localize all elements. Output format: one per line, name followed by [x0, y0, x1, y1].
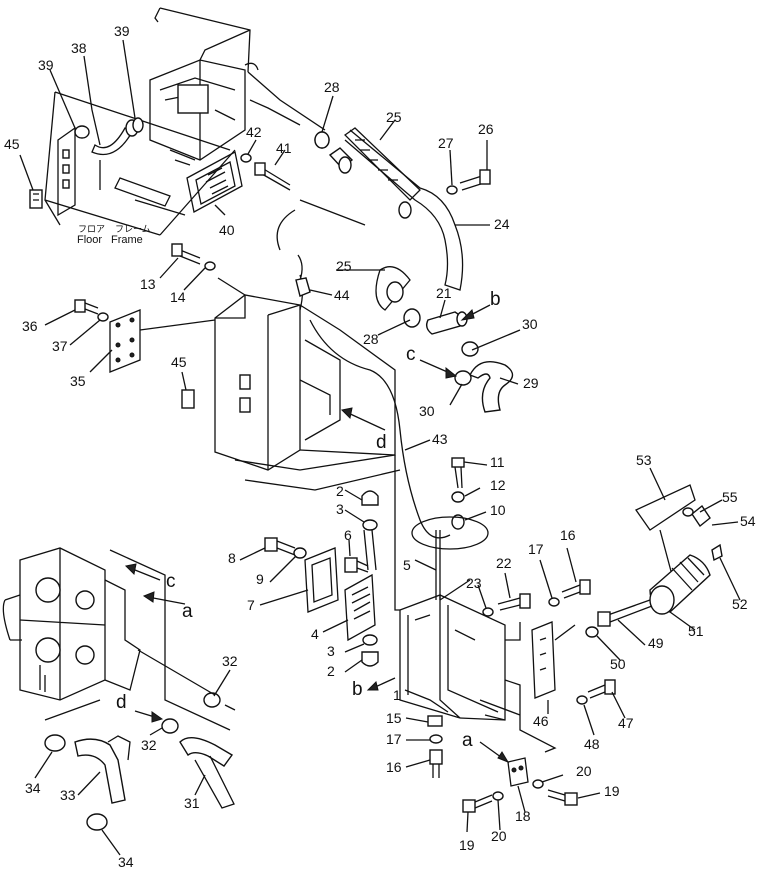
part-label-25: 25 — [386, 109, 402, 125]
part-label-28: 28 — [324, 79, 340, 95]
part-label-45: 45 — [171, 354, 187, 370]
part-label-23: 23 — [466, 575, 482, 591]
bracket-drawing — [394, 455, 576, 753]
part-label-31: 31 — [184, 795, 200, 811]
part-label-3: 3 — [327, 643, 335, 659]
caption-frame: Frame — [111, 234, 143, 246]
part-label-50: 50 — [610, 656, 626, 672]
part-label-43: 43 — [432, 431, 448, 447]
part-label-2: 2 — [336, 483, 344, 499]
caption-frame-jp: フレーム — [115, 224, 151, 234]
ref-letter-d: d — [116, 692, 127, 713]
part-label-19: 19 — [604, 783, 620, 799]
ref-letter-c: c — [166, 571, 176, 592]
part-label-34: 34 — [118, 854, 134, 870]
lower-heater-drawing — [2, 547, 236, 831]
part-label-4: 4 — [311, 626, 319, 642]
part-label-3: 3 — [336, 501, 344, 517]
part-label-27: 27 — [438, 135, 454, 151]
part-label-30: 30 — [419, 403, 435, 419]
part-label-6: 6 — [344, 527, 352, 543]
part-label-29: 29 — [523, 375, 539, 391]
part-label-16: 16 — [560, 527, 576, 543]
part-label-34: 34 — [25, 780, 41, 796]
part-label-32: 32 — [222, 653, 238, 669]
part-label-22: 22 — [496, 555, 512, 571]
ref-letter-b: b — [352, 679, 363, 700]
part-label-44: 44 — [334, 287, 350, 303]
part-label-16: 16 — [386, 759, 402, 775]
part-label-37: 37 — [52, 338, 68, 354]
ref-letter-d: d — [376, 432, 387, 453]
part-label-21: 21 — [436, 285, 452, 301]
part-label-42: 42 — [246, 124, 262, 140]
part-label-41: 41 — [276, 140, 292, 156]
part-label-17: 17 — [528, 541, 544, 557]
part-label-53: 53 — [636, 452, 652, 468]
part-label-11: 11 — [490, 454, 505, 470]
part-label-49: 49 — [648, 635, 664, 651]
part-label-26: 26 — [478, 121, 494, 137]
part-label-33: 33 — [60, 787, 76, 803]
part-label-18: 18 — [515, 808, 531, 824]
upper-hose-drawing — [276, 127, 514, 413]
heater-unit-drawing — [29, 7, 326, 236]
filter-drawing — [597, 484, 723, 627]
part-label-8: 8 — [228, 550, 236, 566]
part-label-2: 2 — [327, 663, 335, 679]
part-label-24: 24 — [494, 216, 510, 232]
part-label-9: 9 — [256, 571, 264, 587]
part-label-15: 15 — [386, 710, 402, 726]
cab-panel-drawing — [109, 254, 451, 539]
part-label-10: 10 — [490, 502, 506, 518]
part-label-54: 54 — [740, 513, 756, 529]
bolts-drawing — [74, 131, 616, 813]
part-label-40: 40 — [219, 222, 235, 238]
part-label-25: 25 — [336, 258, 352, 274]
part-label-1: 1 — [393, 687, 401, 703]
part-label-35: 35 — [70, 373, 86, 389]
part-label-28: 28 — [363, 331, 379, 347]
caption-floor: Floor — [77, 234, 103, 246]
leader-lines — [19, 39, 741, 856]
part-label-7: 7 — [247, 597, 255, 613]
part-label-52: 52 — [732, 596, 748, 612]
part-label-5: 5 — [403, 557, 411, 573]
part-label-12: 12 — [490, 477, 506, 493]
part-label-20: 20 — [576, 763, 592, 779]
ref-letter-a: a — [182, 601, 193, 622]
ref-letter-c: c — [406, 344, 416, 365]
part-label-19: 19 — [459, 837, 475, 853]
part-label-17: 17 — [386, 731, 402, 747]
direction-arrows — [124, 304, 510, 764]
ref-letter-a: a — [462, 730, 473, 751]
part-label-14: 14 — [170, 289, 186, 305]
part-label-32: 32 — [141, 737, 157, 753]
part-label-45: 45 — [4, 136, 20, 152]
part-label-13: 13 — [140, 276, 156, 292]
part-label-38: 38 — [71, 40, 87, 56]
part-label-51: 51 — [688, 623, 704, 639]
part-label-47: 47 — [618, 715, 634, 731]
part-label-48: 48 — [584, 736, 600, 752]
part-label-39: 39 — [114, 23, 130, 39]
part-label-36: 36 — [22, 318, 38, 334]
part-label-46: 46 — [533, 713, 549, 729]
part-label-39: 39 — [38, 57, 54, 73]
part-label-20: 20 — [491, 828, 507, 844]
ref-letter-b: b — [490, 289, 501, 310]
caption-floor-jp: フロア — [78, 224, 106, 234]
part-label-55: 55 — [722, 489, 738, 505]
part-label-30: 30 — [522, 316, 538, 332]
